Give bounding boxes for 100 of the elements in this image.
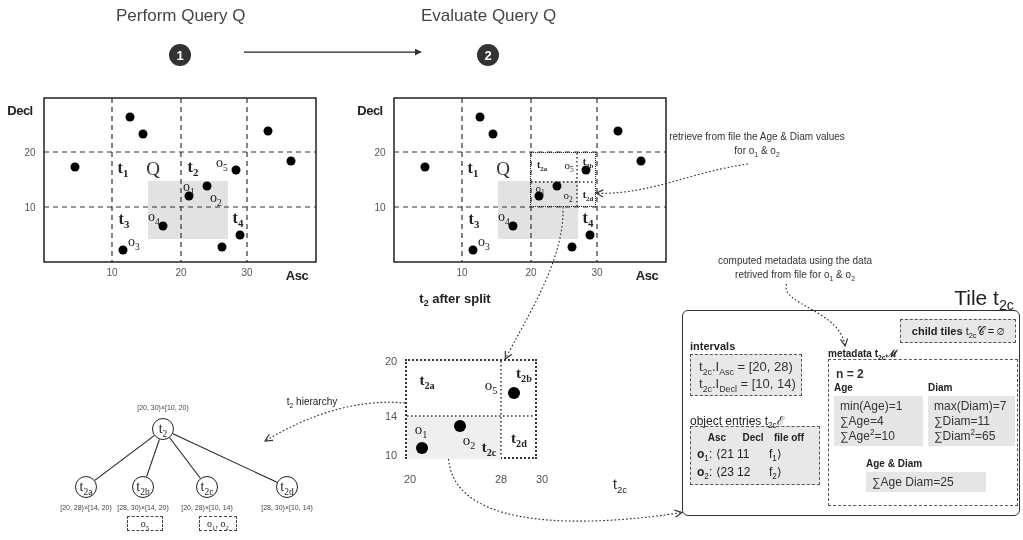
table-cell-text: f$_{1}$⟩ xyxy=(769,447,783,461)
stat-heading: Diam xyxy=(928,382,954,395)
object-label: o$_{5}$ xyxy=(140,518,150,529)
step-number: 1 xyxy=(169,44,191,66)
column-header: file off xyxy=(773,432,805,443)
tick-label: 20 xyxy=(175,266,187,278)
tick-label: 20 xyxy=(374,146,386,158)
tile-label: t$_{4}$ xyxy=(232,209,244,227)
formula-text: n = 2 xyxy=(836,367,864,381)
object-label: o$_{3}$ xyxy=(128,234,140,250)
formula-text: ∑Diam=11 xyxy=(934,414,992,428)
tick-label: 28 xyxy=(494,473,508,485)
column-header: Asc xyxy=(706,432,728,443)
object-label: o$_{1}$ xyxy=(414,420,428,438)
object-label: o$_{2}$ xyxy=(563,189,573,201)
tick-label: 10 xyxy=(456,266,468,278)
table-cell-text: f$_{2}$⟩ xyxy=(769,465,783,479)
tile-title: Tile t$_{2c}$ xyxy=(954,286,1014,310)
panel-heading: intervals xyxy=(690,340,737,354)
tick-label: 10 xyxy=(106,266,118,278)
table-cell-text: 12 xyxy=(737,465,752,479)
arrow xyxy=(595,163,749,198)
tick-label: 10 xyxy=(24,201,36,213)
tile-label: t$_{2}$ xyxy=(158,421,168,437)
tile-label: t$_{2d}$ xyxy=(511,429,527,447)
formula-text: t$_{2c}$.I$_{Asc}$ = [20, 28) xyxy=(699,359,793,374)
formula-text: ∑Age Diam=25 xyxy=(872,475,955,489)
tile-label: t$_{2c}$ xyxy=(200,479,214,495)
tile-label: t$_{2a}$ xyxy=(536,158,548,170)
table-cell-text: o$_{2}$: ⟨23 xyxy=(697,465,735,479)
column-header: Decl xyxy=(741,432,765,443)
panel-heading: object entries t$_{2c}$ℰ xyxy=(690,413,786,426)
axis-label: Asc xyxy=(285,267,309,283)
tile-label: t$_{2b}$ xyxy=(516,364,532,382)
tick-label: 20 xyxy=(525,266,537,278)
formula-text: max(Diam)=7 xyxy=(934,399,1008,413)
formula-text: ∑Diam$^{2}$=65 xyxy=(934,429,997,443)
arrow xyxy=(264,401,406,442)
table-cell-text: o$_{1}$: ⟨21 xyxy=(697,447,735,461)
object-label: o$_{4}$ xyxy=(148,209,160,225)
object-label: o$_{1}$, o$_{2}$ xyxy=(207,518,229,529)
child-tiles-text: child tiles t$_{2c}$𝒞 = ∅ xyxy=(911,324,1005,338)
step-title: Evaluate Query Q xyxy=(421,6,555,26)
step-number: 2 xyxy=(477,44,499,66)
tick-label: 20 xyxy=(24,146,36,158)
connector-line xyxy=(172,433,278,483)
tick-label: 20 xyxy=(384,355,398,367)
object-label: o$_{3}$ xyxy=(478,234,490,250)
tile-label: t$_{4}$ xyxy=(582,209,594,227)
edge-label: t$_{2c}$ xyxy=(611,476,629,492)
arrow xyxy=(785,283,848,347)
formula-text: t$_{2c}$.I$_{Decl}$ = [10, 14) xyxy=(699,376,793,391)
axis-label: Decl xyxy=(357,102,383,118)
tile-label: t$_{3}$ xyxy=(468,210,480,228)
tile-label: t$_{2a}$ xyxy=(79,479,93,495)
object-list xyxy=(199,516,237,531)
annotation-text: computed metadata using the data retrived from file for o$_{1}$ & o$_{2}$ xyxy=(717,254,873,281)
annotation-text: retrieve from file the Age & Diam values for o$_{1}$ & o$_{2}$ xyxy=(668,130,846,157)
tile-label: t$_{1}$ xyxy=(467,159,479,177)
arrow xyxy=(243,48,422,56)
object-label: o$_{1}$ xyxy=(183,179,195,195)
tick-label: 20 xyxy=(403,473,417,485)
tick-label: 10 xyxy=(384,449,398,461)
tile-label: t$_{2d}$ xyxy=(582,188,594,200)
edge-label: t$_{2}$ hierarchy xyxy=(284,395,340,407)
query-label: Q xyxy=(146,158,160,180)
object-label: o$_{2}$ xyxy=(210,190,222,206)
query-label: Q xyxy=(496,158,510,180)
object-label: o$_{5}$ xyxy=(564,159,574,171)
tile-label: t$_{2c}$ xyxy=(481,438,497,456)
formula-text: min(Age)=1 xyxy=(840,399,904,413)
formula-text: ∑Age=4 xyxy=(840,414,885,428)
object-list xyxy=(127,516,163,531)
formula-text: ∑Age$^{2}$=10 xyxy=(840,429,896,443)
axis-label: Decl xyxy=(7,102,33,118)
tick-label: 30 xyxy=(591,266,603,278)
tile-label: t$_{2a}$ xyxy=(419,371,435,389)
tile-label: t$_{2}$ xyxy=(187,158,199,176)
object-label: o$_{1}$ xyxy=(535,182,545,194)
stat-heading: Age xyxy=(834,382,854,395)
object-label: o$_{2}$ xyxy=(462,431,476,449)
tile-label: t$_{1}$ xyxy=(117,159,129,177)
axis-label: Asc xyxy=(635,267,659,283)
panel-heading: metadata t$_{2c}$ℳ xyxy=(828,347,899,360)
split-region xyxy=(530,152,596,207)
tick-label: 30 xyxy=(241,266,253,278)
stat-heading: Age & Diam xyxy=(866,458,924,471)
connector-line xyxy=(169,437,201,479)
tile-label: t$_{3}$ xyxy=(118,210,130,228)
step-title: Perform Query Q xyxy=(116,6,244,26)
object-label: o$_{4}$ xyxy=(498,209,510,225)
object-label: o$_{5}$ xyxy=(216,155,228,171)
arrow xyxy=(504,206,564,360)
child-tiles-panel xyxy=(900,319,1016,343)
arrow xyxy=(448,458,683,522)
tick-label: 10 xyxy=(374,201,386,213)
object-label: o$_{5}$ xyxy=(484,376,498,394)
connector-line xyxy=(94,435,155,481)
tile-label: t$_{2b}$ xyxy=(136,479,150,495)
connector-line xyxy=(146,438,160,478)
